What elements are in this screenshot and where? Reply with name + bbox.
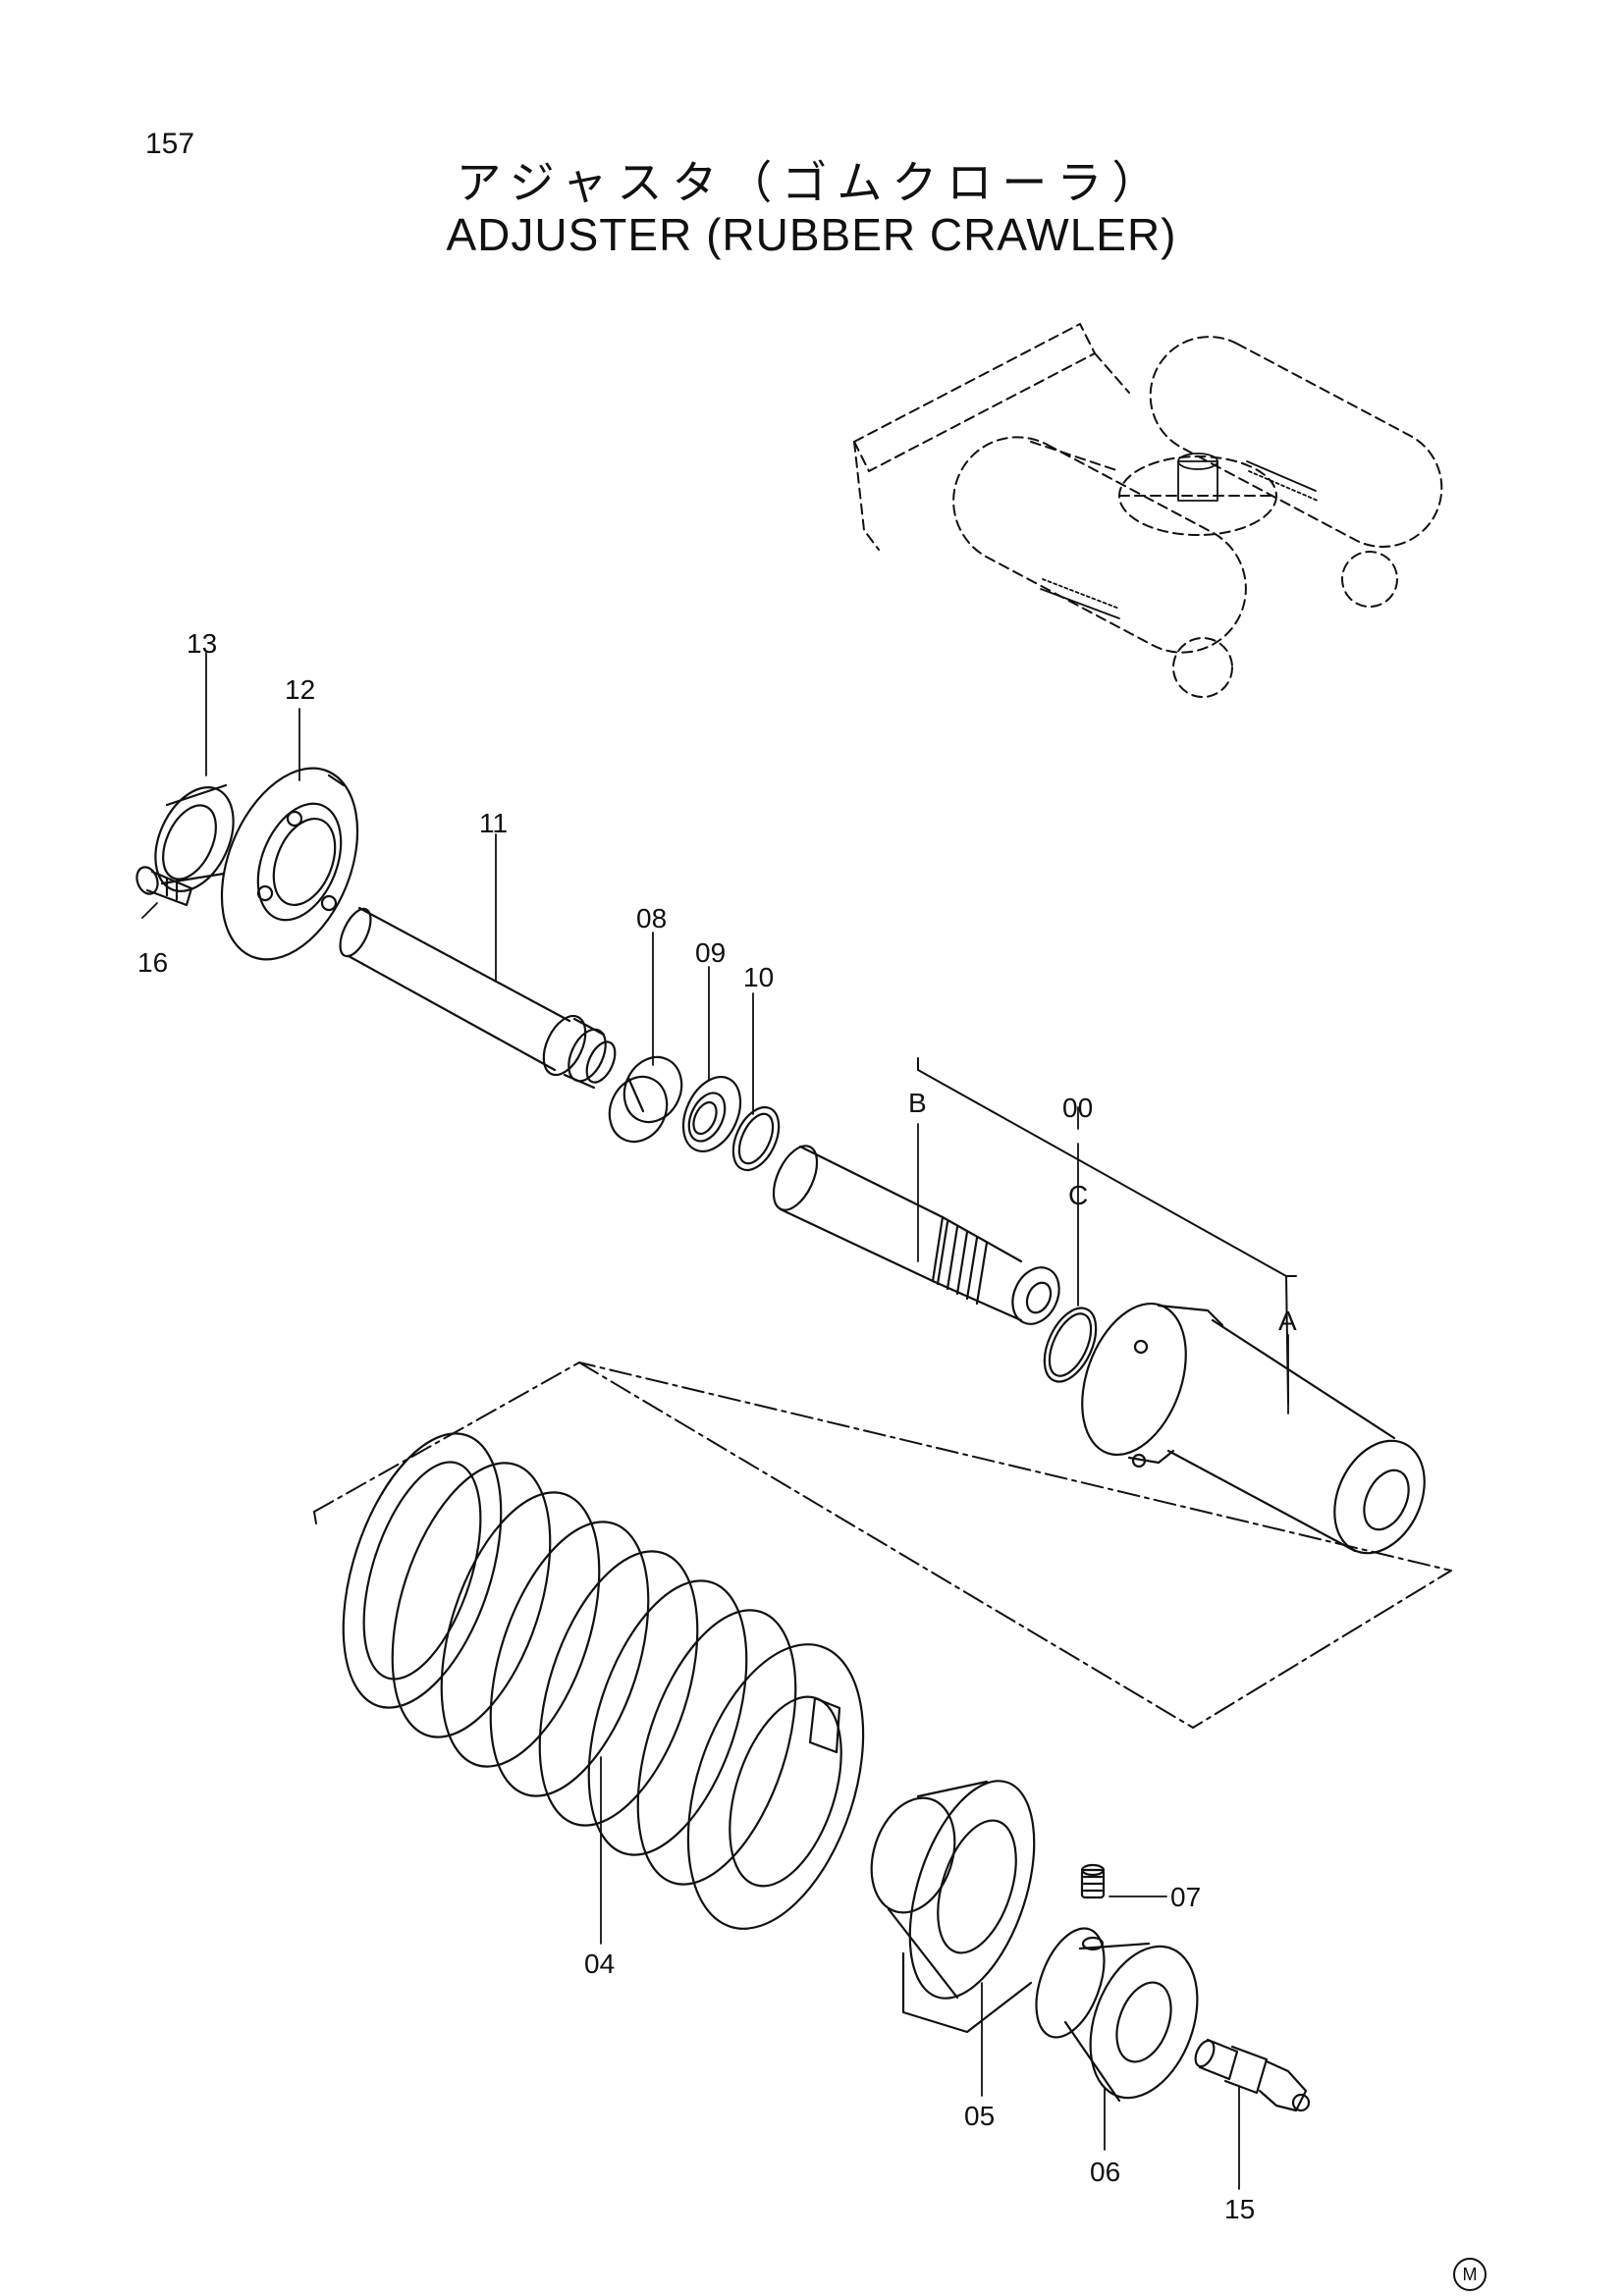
manufacturer-mark: M	[1453, 2258, 1487, 2291]
part-b-piston-rod	[772, 1145, 1060, 1325]
part-13-seal	[154, 783, 235, 892]
part-16-bolt	[135, 866, 193, 907]
title-english: ADJUSTER (RUBBER CRAWLER)	[446, 209, 1177, 260]
callout-07: 07	[1170, 1882, 1201, 1912]
part-a-cylinder	[1081, 1302, 1426, 1555]
callout-16: 16	[137, 947, 168, 978]
callout-04: 04	[584, 1949, 615, 1979]
part-10-snap-ring	[731, 1105, 781, 1172]
title-japanese: アジャスタ（ゴムクローラ）	[456, 156, 1167, 209]
callout-06: 06	[1090, 2157, 1120, 2187]
assembly-00-bracket	[917, 1057, 1297, 1405]
callout-11: 11	[479, 808, 508, 838]
callout-13: 13	[187, 628, 217, 659]
part-08-collar	[608, 1055, 683, 1144]
callout-c: C	[1068, 1180, 1088, 1210]
part-07-plug	[1080, 1863, 1106, 1899]
callout-05: 05	[964, 2101, 995, 2131]
part-06-adjuster-body	[1035, 1927, 1199, 2103]
part-c-o-ring	[1043, 1307, 1098, 1383]
leader-lines	[141, 652, 1289, 2190]
subassembly-frame	[313, 1362, 1452, 1729]
part-11-rod	[339, 906, 617, 1090]
callout-12: 12	[285, 674, 315, 705]
page-number: 157	[145, 128, 195, 160]
callout-08: 08	[636, 903, 667, 934]
callout-a: A	[1278, 1306, 1297, 1336]
part-05-spring-seat	[870, 1780, 1036, 2034]
callout-15: 15	[1224, 2194, 1255, 2224]
part-04-spring	[342, 1432, 865, 1930]
part-09-bearing	[681, 1076, 742, 1152]
callout-10: 10	[743, 962, 774, 992]
part-12-flange	[220, 767, 359, 961]
callout-09: 09	[695, 937, 726, 968]
callout-b: B	[908, 1088, 927, 1118]
part-15-grease-fitting	[1194, 2038, 1311, 2112]
undercarriage-locator-illustration	[853, 323, 1443, 698]
undercarriage-detail-solid	[1040, 453, 1319, 619]
callout-00: 00	[1062, 1093, 1093, 1123]
